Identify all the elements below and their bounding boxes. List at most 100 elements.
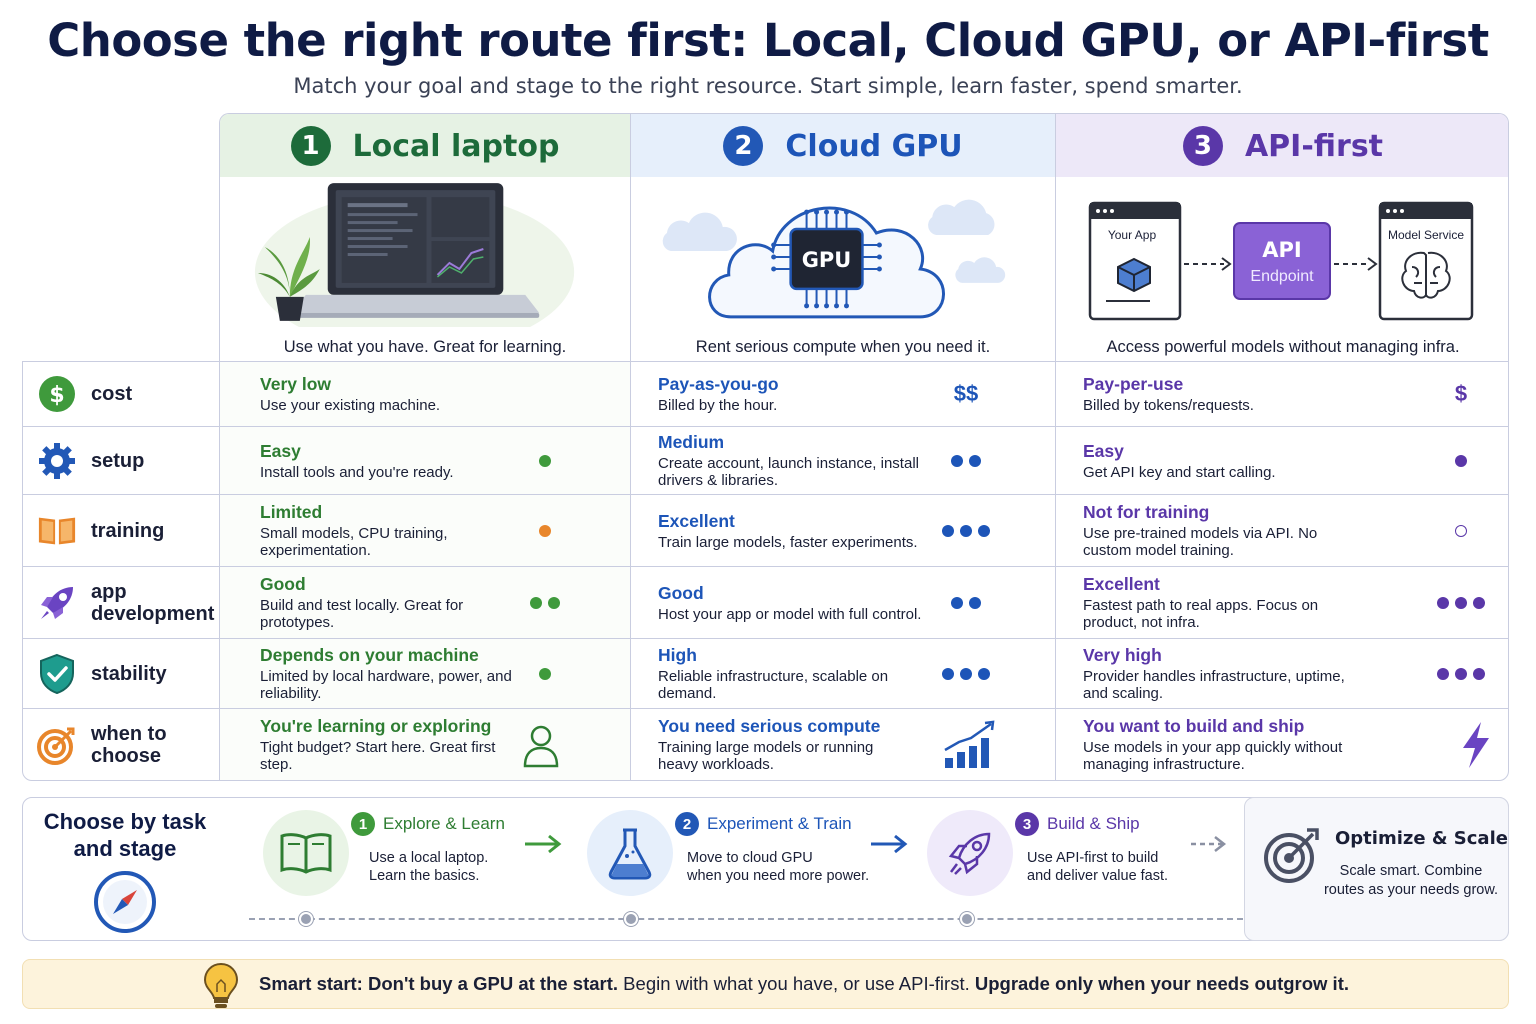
column-title: Local laptop — [352, 128, 560, 164]
row-label-line2: development — [91, 602, 215, 625]
column-number-badge: 1 — [290, 126, 331, 166]
row-label-line2: choose — [91, 744, 162, 767]
person-icon — [516, 722, 566, 768]
timeline-dot — [299, 912, 313, 926]
dollar-icon: $ — [37, 374, 77, 414]
target-icon — [37, 725, 77, 765]
row-label: setup — [91, 449, 145, 472]
column-title: API-first — [1244, 128, 1384, 164]
cloud-gpu-illustration: GPU — [662, 199, 1006, 319]
api-endpoint-label-2: Endpoint — [1250, 268, 1314, 285]
rating-dots — [936, 524, 996, 537]
smart-start-banner: Smart start: Don't buy a GPU at the star… — [22, 959, 1509, 1009]
book-icon — [37, 511, 77, 551]
your-app-label: Your App — [1108, 228, 1157, 242]
gpu-chip-label: GPU — [802, 248, 852, 272]
task-title-line2: and stage — [73, 836, 177, 861]
rocket-icon — [37, 583, 77, 623]
row-label: training — [91, 519, 165, 542]
page-title: Choose the right route first: Local, Clo… — [47, 14, 1489, 67]
step-title: Build & Ship — [1047, 814, 1140, 833]
rating-dots — [936, 454, 996, 467]
row-label: cost — [91, 383, 133, 405]
rating-dots — [520, 596, 570, 609]
step-title: Experiment & Train — [707, 814, 852, 833]
smart-start-bold-end: Upgrade only when your needs outgrow it. — [974, 973, 1349, 994]
rating-dots — [936, 596, 996, 609]
lightbulb-icon — [203, 962, 239, 1008]
page-subtitle: Match your goal and stage to the right r… — [293, 74, 1243, 98]
column-local-laptop: 1 Local laptop — [220, 114, 631, 362]
rating-dots — [1431, 667, 1491, 680]
step-number: 3 — [1015, 812, 1039, 836]
column-caption: Access powerful models without managing … — [1106, 338, 1460, 356]
column-caption: Rent serious compute when you need it. — [695, 338, 991, 356]
row-label-line1: app — [91, 580, 127, 603]
cost-indicator: $ — [1454, 381, 1468, 406]
row-label: stability — [91, 662, 167, 685]
model-service-label: Model Service — [1388, 228, 1464, 242]
step-number: 1 — [351, 812, 375, 836]
row-label-line1: when to — [91, 722, 167, 745]
shield-check-icon — [37, 653, 77, 694]
smart-start-text: Begin with what you have, or use API-fir… — [618, 973, 975, 994]
arrow-right-icon — [525, 834, 562, 854]
dashed-arrow-icon — [1191, 836, 1227, 852]
rating-dots — [936, 667, 996, 680]
task-title-line1: Choose by task — [43, 809, 207, 834]
rating-dots — [1431, 524, 1491, 537]
smart-start-bold: Smart start: Don't buy a GPU at the star… — [259, 973, 619, 994]
svg-text:$: $ — [49, 383, 64, 408]
arrow-right-icon — [871, 834, 908, 854]
step-desc-line2: when you need more power. — [687, 868, 870, 884]
scale-desc: Scale smart. Combine routes as your need… — [1323, 862, 1499, 898]
column-cloud-gpu: 2 Cloud GPU — [631, 114, 1056, 362]
laptop-illustration — [254, 183, 575, 327]
optimize-scale-card: Optimize & Scale Scale smart. Combine ro… — [1244, 796, 1509, 941]
api-flow-illustration: Your App API Endpoint Model Service — [1088, 201, 1474, 321]
lightning-icon — [1446, 720, 1506, 770]
compass-icon — [94, 871, 156, 933]
rocket-icon — [927, 810, 1013, 896]
progress-timeline — [249, 918, 1243, 920]
target-icon — [1264, 827, 1319, 883]
step-title: Explore & Learn — [383, 814, 505, 833]
step-desc-line1: Move to cloud GPU — [687, 850, 813, 866]
open-book-icon — [263, 810, 349, 896]
column-headers: 1 Local laptop — [219, 113, 1509, 362]
rating-dots — [1431, 454, 1491, 467]
step-desc-line2: and deliver value fast. — [1027, 868, 1169, 884]
rating-dots — [520, 454, 570, 467]
gear-icon — [37, 441, 77, 481]
rating-dots — [520, 524, 570, 537]
step-desc-line1: Use API-first to build — [1027, 850, 1159, 866]
growth-chart-icon — [941, 720, 1001, 770]
rating-dots — [520, 667, 570, 680]
scale-title: Optimize & Scale — [1335, 827, 1508, 849]
timeline-dot — [960, 912, 974, 926]
step-number: 2 — [675, 812, 699, 836]
column-api-first: 3 API-first Your App API Endpoint — [1056, 114, 1508, 362]
rating-dots — [1431, 596, 1491, 609]
